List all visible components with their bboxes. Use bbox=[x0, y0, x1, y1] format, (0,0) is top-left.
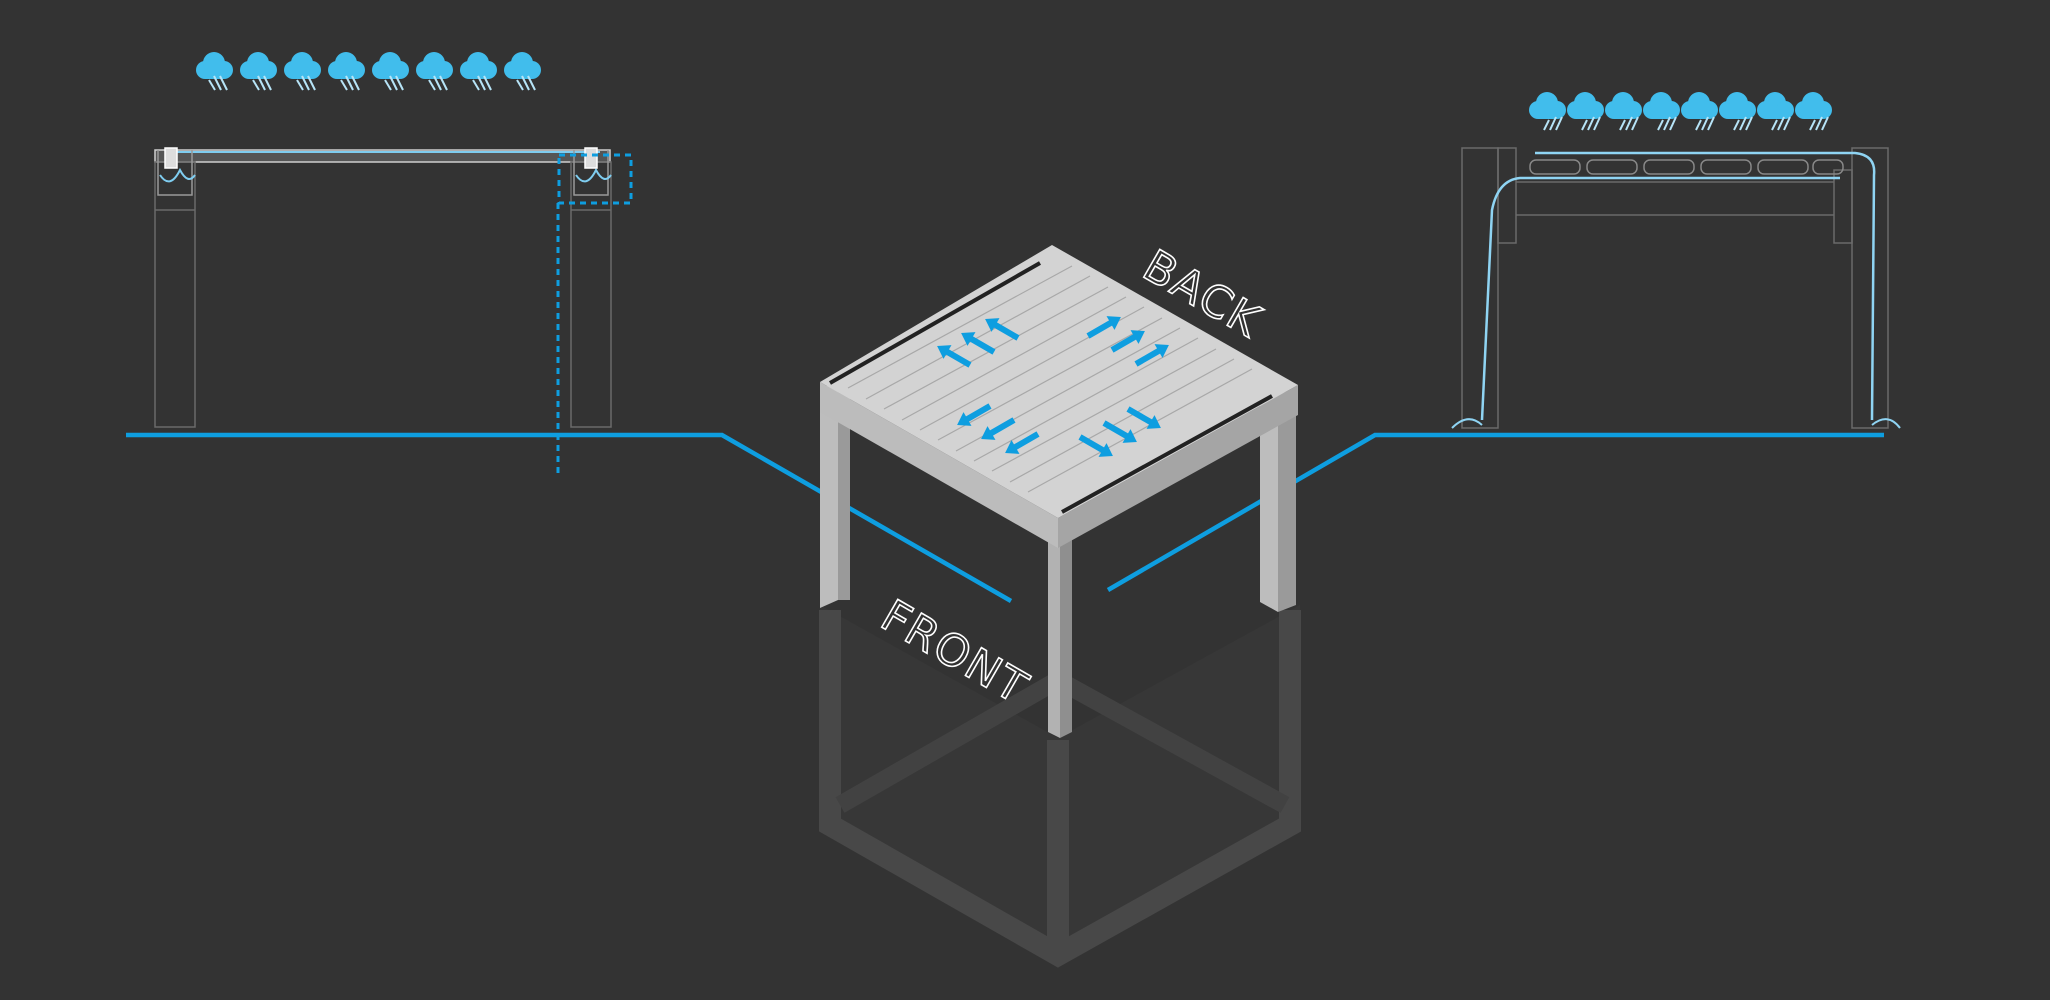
right-rain-clouds bbox=[1529, 92, 1832, 131]
left-cross-section bbox=[154, 147, 612, 428]
detail-highlight-box bbox=[557, 153, 633, 205]
right-ground-leader-line bbox=[1106, 432, 1884, 592]
left-rain-clouds bbox=[196, 52, 541, 91]
pergola-reflection bbox=[819, 605, 1301, 968]
right-cross-section bbox=[1451, 147, 1901, 429]
pergola bbox=[820, 245, 1298, 738]
left-ground-leader-line bbox=[126, 432, 1013, 603]
